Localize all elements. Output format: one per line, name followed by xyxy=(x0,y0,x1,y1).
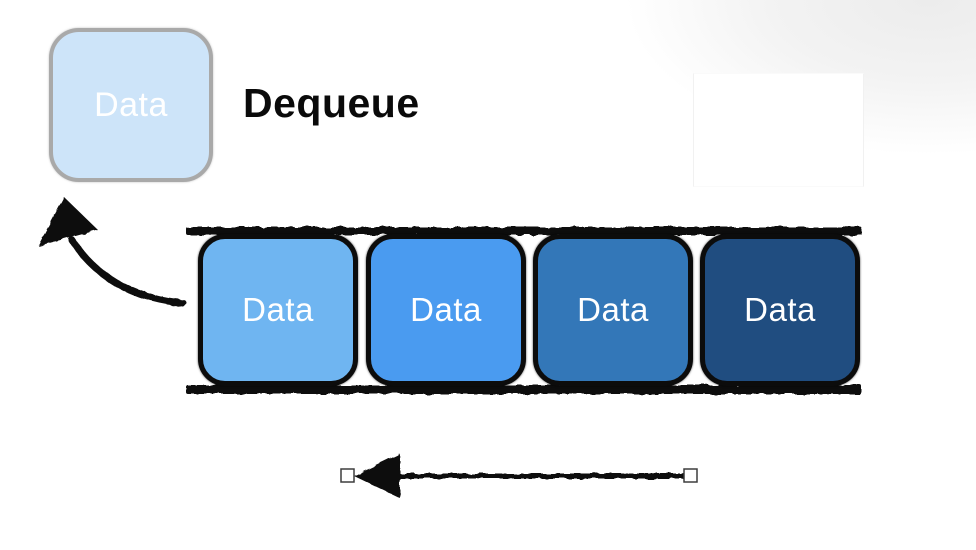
dequeued-data-label: Data xyxy=(94,85,168,124)
queue-item-box: Data xyxy=(366,234,526,386)
diagram-title: Dequeue xyxy=(243,80,420,126)
queue-item-box: Data xyxy=(700,234,860,386)
queue-bottom-rail xyxy=(186,385,862,394)
dequeue-curved-arrow xyxy=(68,236,187,307)
dequeued-data-box: Data xyxy=(49,28,213,182)
direction-arrowhead xyxy=(354,454,400,498)
queue-item-label: Data xyxy=(242,291,314,328)
queue-item-label: Data xyxy=(577,291,649,328)
queue-item-box: Data xyxy=(533,234,693,386)
queue-item-label: Data xyxy=(744,291,816,328)
queue-item-label: Data xyxy=(410,291,482,328)
dequeue-curved-arrowhead xyxy=(38,197,98,246)
faint-panel xyxy=(693,73,864,187)
queue-item-box: Data xyxy=(198,234,358,386)
queue-top-rail xyxy=(186,227,862,235)
arrow-endpoint-handle-right[interactable] xyxy=(683,468,698,483)
arrow-endpoint-handle-left[interactable] xyxy=(340,468,355,483)
